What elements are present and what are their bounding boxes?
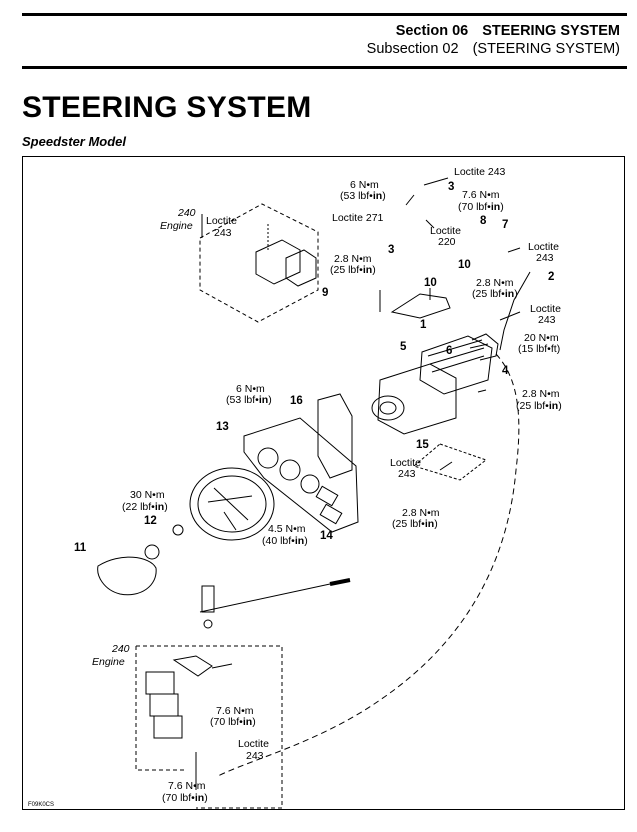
nut-12 (172, 524, 184, 536)
callout-loctite243-top: Loctite 243 (454, 166, 506, 178)
part-number-12: 12 (144, 515, 157, 527)
cable-rod-lower (199, 583, 331, 613)
part-number-9: 9 (322, 287, 328, 299)
support-bracket-5 (419, 335, 493, 395)
callout-torque-2-8-right: 2.8 N•m (522, 388, 560, 400)
subsection-label: Subsection 02 (366, 41, 459, 57)
part-number-2: 2 (548, 271, 554, 283)
callout-torque-7-6nm-imperial: (70 lbf•in) (458, 201, 504, 213)
section-label: Section 06 (395, 23, 469, 39)
part-number-13: 13 (216, 421, 229, 433)
callout-torque-7-6nm: 7.6 N•m (462, 189, 500, 201)
callout-loctite243-center: Loctite (390, 457, 421, 469)
page-title: STEERING SYSTEM (22, 91, 312, 124)
callout-torque-2-8-low-imperial: (25 lbf•in) (392, 518, 438, 530)
part-number-11: 11 (74, 542, 87, 554)
callout-torque-20nm: 20 N•m (524, 332, 559, 344)
part-number-3-left: 3 (388, 244, 394, 256)
header-top-rule (22, 13, 627, 16)
helm-housing-15 (377, 363, 457, 435)
part-number-3-top: 3 (448, 181, 454, 193)
part-number-14: 14 (320, 530, 333, 542)
part-number-8: 8 (480, 215, 487, 227)
helm-flange (371, 395, 405, 421)
gauge-left (257, 447, 279, 469)
steering-cable-route (217, 353, 520, 777)
callout-torque-6nm: 6 N•m (350, 179, 379, 191)
part-number-1: 1 (420, 319, 427, 331)
callout-engine240-lower: 240 (111, 643, 130, 655)
header-bottom-rule (22, 66, 627, 69)
model-subtitle: Speedster Model (22, 134, 127, 149)
callout-torque-2-8-mid-imperial: (25 lbf•in) (472, 288, 518, 300)
part-number-7: 7 (502, 219, 508, 231)
callout-torque-4-5nm: 4.5 N•m (268, 523, 306, 535)
engine240-lower-outline (136, 645, 283, 809)
callout-torque-2-8-right-imperial: (25 lbf•in) (516, 400, 562, 412)
callout-torque-4-5nm-imperial: (40 lbf•in) (262, 535, 308, 547)
cable-clamp (201, 585, 215, 613)
steering-wheel (189, 467, 275, 541)
callout-torque-6nm-mid: 6 N•m (236, 383, 265, 395)
engine-throttle-stack (145, 655, 233, 739)
center-cap-11 (97, 556, 157, 596)
part-number-4: 4 (502, 365, 509, 377)
cable-upper-2 (499, 271, 531, 351)
callout-torque-7-6-low: 7.6 N•m (216, 705, 254, 717)
part-number-16: 16 (290, 395, 303, 407)
callout-torque-2-8-mid: 2.8 N•m (476, 277, 514, 289)
bracket-9 (255, 239, 301, 285)
callout-torque-2-8-left-imperial: (25 lbf•in) (330, 264, 376, 276)
part-number-5: 5 (400, 341, 407, 353)
figure-code: F09K0CS (28, 802, 54, 808)
dashboard-panel-13 (243, 417, 359, 533)
diagram-frame (22, 156, 625, 810)
callout-loctite243-left-grade: 243 (214, 227, 232, 239)
callout-torque-6nm-imperial: (53 lbf•in) (340, 190, 386, 202)
part-number-6: 6 (446, 345, 452, 357)
engine240-detail-outline (199, 203, 319, 323)
callout-loctite243-center-grade: 243 (398, 468, 416, 480)
callout-torque-30nm: 30 N•m (130, 489, 165, 501)
callout-loctite243-low: Loctite (238, 738, 269, 750)
washer (144, 544, 160, 560)
gauge-center (279, 459, 301, 481)
steering-arm-1 (390, 293, 451, 319)
header-section-row: Section 06 STEERING SYSTEM (396, 22, 620, 40)
callout-torque-30nm-imperial: (22 lbf•in) (122, 501, 168, 513)
callout-loctite220: Loctite (430, 225, 461, 237)
callout-loctite271: Loctite 271 (332, 212, 384, 224)
callout-loctite243-low-grade: 243 (246, 750, 264, 762)
callout-torque-7-6-bottom-imperial: (70 lbf•in) (162, 792, 208, 804)
part-number-15: 15 (416, 439, 429, 451)
subsection-title: (STEERING SYSTEM) (472, 41, 620, 57)
bracket-9-block (285, 249, 317, 287)
gauge-right (300, 474, 320, 494)
callout-torque-7-6-low-imperial: (70 lbf•in) (210, 716, 256, 728)
section-title: STEERING SYSTEM (482, 23, 620, 39)
callout-loctite243-left: Loctite (206, 215, 237, 227)
callout-loctite243-r2: Loctite (530, 303, 561, 315)
part-number-10-left: 10 (424, 277, 437, 289)
part-number-10-right: 10 (458, 259, 471, 271)
callout-loctite243-right-grade: 243 (536, 252, 554, 264)
callout-torque-20nm-imperial: (15 lbf•ft) (518, 343, 560, 355)
callout-loctite243-right: Loctite (528, 241, 559, 253)
mount-bracket-16 (317, 393, 353, 479)
callout-torque-2-8-low: 2.8 N•m (402, 507, 440, 519)
rod-end-4 (471, 333, 499, 361)
callout-engine240-lower-label: Engine (92, 656, 125, 668)
callout-torque-6nm-mid-imperial: (53 lbf•in) (226, 394, 272, 406)
callout-torque-7-6-bottom: 7.6 N•m (168, 780, 206, 792)
callout-loctite220-grade: 220 (438, 236, 456, 248)
callout-engine240-top: 240 (177, 207, 196, 219)
header-subsection-row: Subsection 02 (STEERING SYSTEM) (367, 40, 620, 58)
callout-engine240-top-label: Engine (160, 220, 193, 232)
callout-torque-2-8-left: 2.8 N•m (334, 253, 372, 265)
callout-loctite243-r2-grade: 243 (538, 314, 556, 326)
